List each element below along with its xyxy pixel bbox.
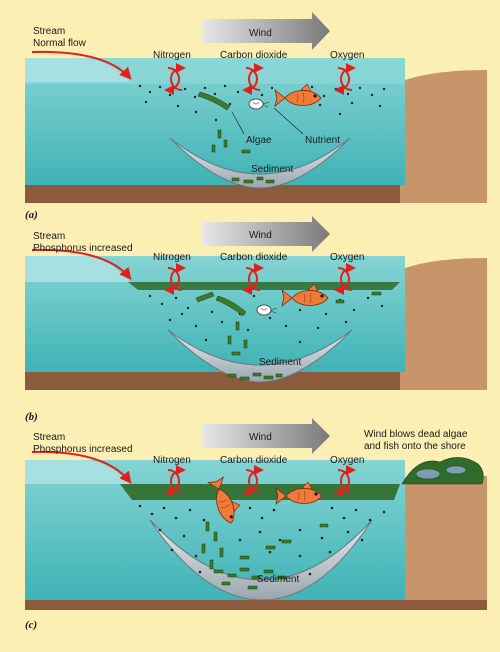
wind-label: Wind [249, 432, 272, 443]
sediment-deposits [231, 176, 275, 184]
oxygen-label: Oxygen [330, 455, 364, 466]
wind-label: Wind [249, 230, 272, 241]
shore-bank [400, 70, 487, 203]
panel-letter-a: (a) [25, 209, 38, 221]
co2-cycle-icon [242, 267, 258, 295]
sediment-label: Sediment [257, 574, 299, 585]
oxygen-cycle-icon [334, 469, 350, 497]
shore-note-line1: Wind blows dead algae [364, 429, 468, 440]
panel-b: Sediment Wind Nitrogen Carbon dioxide Ox… [25, 216, 487, 423]
gas-exchange-cycles [164, 263, 356, 295]
oxygen-cycle-icon [334, 267, 350, 295]
algae-strands [197, 91, 251, 154]
wind-arrow [202, 418, 330, 454]
oxygen-label: Oxygen [330, 252, 364, 263]
wind-arrow [202, 216, 330, 252]
nitrogen-cycle-icon [164, 67, 180, 95]
nutrient-callout-line [273, 107, 304, 135]
sediment-basin [167, 329, 353, 383]
co2-cycle-icon [242, 469, 258, 497]
algae-strands [201, 521, 329, 570]
panel-letter-c: (c) [25, 619, 37, 631]
carbon-dioxide-label: Carbon dioxide [220, 455, 288, 466]
sediment-deposits [213, 567, 287, 590]
panel-letter-b: (b) [25, 411, 38, 423]
stream-arrow [31, 450, 132, 484]
stream-channel [25, 256, 130, 282]
nitrogen-cycle-icon [164, 267, 180, 295]
carbon-dioxide-label: Carbon dioxide [220, 252, 288, 263]
ground-strip [25, 600, 487, 610]
oxygen-label: Oxygen [330, 50, 364, 61]
nitrogen-label: Nitrogen [153, 252, 191, 263]
wind-label: Wind [249, 28, 272, 39]
stream-label: Stream [33, 432, 65, 443]
shore-debris [401, 457, 484, 485]
algae-strands [195, 291, 382, 356]
stream-channel [25, 460, 130, 484]
oxygen-cycle-icon [334, 67, 350, 95]
carbon-dioxide-label: Carbon dioxide [220, 50, 288, 61]
gas-exchange-cycles [164, 465, 356, 497]
shore-note-line2: and fish onto the shore [364, 441, 466, 452]
shore-bank [400, 476, 487, 610]
nitrogen-label: Nitrogen [153, 50, 191, 61]
gas-exchange-cycles [164, 63, 356, 95]
ground-strip [25, 185, 487, 203]
stream-condition-label: Normal flow [33, 38, 87, 49]
panel-c: Sediment Wind Nitrogen Carbon dioxide Ox… [25, 418, 487, 631]
algae-mat [128, 282, 400, 290]
stream-label: Stream [33, 231, 65, 242]
shore-bank [400, 258, 487, 390]
nitrogen-label: Nitrogen [153, 455, 191, 466]
sediment-label: Sediment [251, 164, 293, 175]
nitrogen-cycle-icon [164, 469, 180, 497]
sediment-deposits [227, 372, 283, 381]
sediment-label: Sediment [259, 357, 301, 368]
nutrient-label: Nutrient [305, 135, 340, 146]
algae-callout-line [231, 111, 245, 135]
stream-condition-label: Phosphorus increased [33, 243, 133, 254]
wind-arrow [202, 12, 330, 50]
stream-label: Stream [33, 26, 65, 37]
co2-cycle-icon [242, 67, 258, 95]
stream-channel [25, 58, 130, 82]
stream-arrow [31, 248, 132, 280]
panel-a: Algae Nutrient Sediment Wind Nitrogen Ca… [25, 12, 487, 221]
stream-condition-label: Phosphorus increased [33, 444, 133, 455]
sediment-basin [149, 519, 373, 601]
algae-label: Algae [246, 135, 272, 146]
nutrient-particles [138, 504, 386, 576]
stream-arrow [31, 50, 132, 80]
